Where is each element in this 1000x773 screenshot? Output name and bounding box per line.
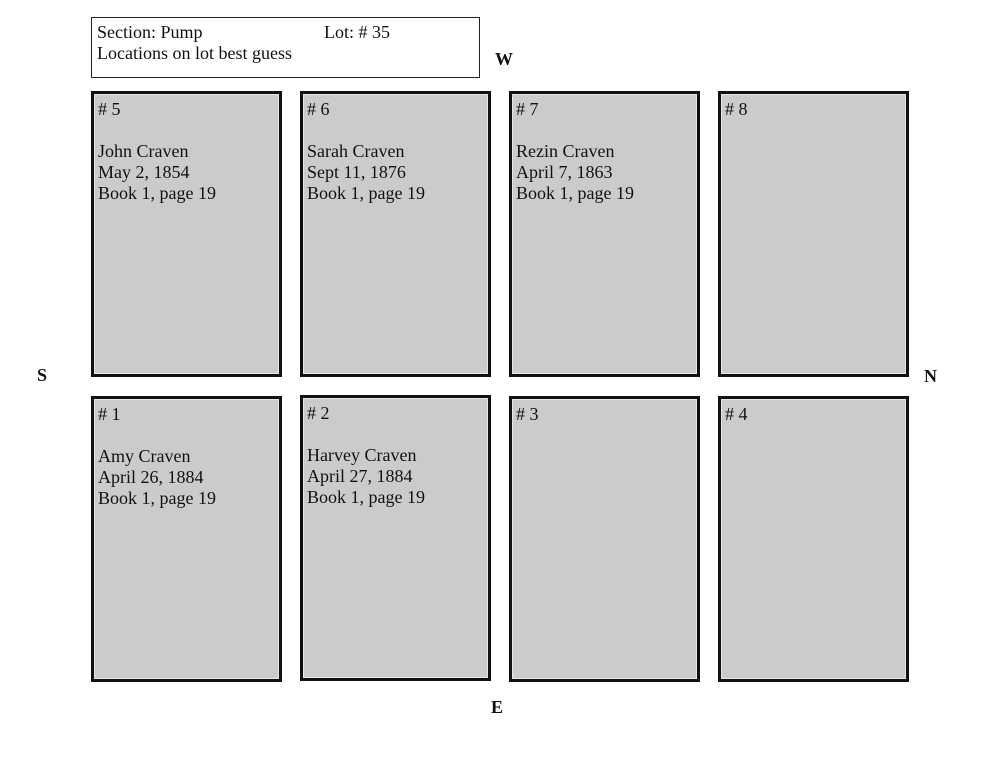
plot-name: Harvey Craven xyxy=(307,445,417,465)
plot-record: Book 1, page 19 xyxy=(98,488,216,508)
plot-date: Sept 11, 1876 xyxy=(307,162,406,182)
plot-1: # 1 Amy Craven April 26, 1884 Book 1, pa… xyxy=(91,396,282,682)
plot-record: Book 1, page 19 xyxy=(98,183,216,203)
plot-name: Amy Craven xyxy=(98,446,191,466)
lot-number: Lot: # 35 xyxy=(324,22,390,42)
plot-date: April 27, 1884 xyxy=(307,466,413,486)
lot-info-box: Section: Pump Lot: # 35 Locations on lot… xyxy=(91,17,480,78)
plot-7: # 7 Rezin Craven April 7, 1863 Book 1, p… xyxy=(509,91,700,377)
plot-name: Rezin Craven xyxy=(516,141,615,161)
plot-name: Sarah Craven xyxy=(307,141,405,161)
plot-number: # 6 xyxy=(307,99,330,119)
location-note: Locations on lot best guess xyxy=(97,43,292,63)
plot-name: John Craven xyxy=(98,141,189,161)
plot-number: # 5 xyxy=(98,99,121,119)
plot-date: May 2, 1854 xyxy=(98,162,190,182)
compass-east: E xyxy=(491,697,504,717)
compass-north: N xyxy=(924,366,937,386)
compass-west: W xyxy=(495,49,513,69)
plot-3: # 3 xyxy=(509,396,700,682)
plot-record: Book 1, page 19 xyxy=(307,487,425,507)
plot-number: # 4 xyxy=(725,404,748,424)
plot-date: April 26, 1884 xyxy=(98,467,204,487)
plot-number: # 7 xyxy=(516,99,539,119)
plot-4: # 4 xyxy=(718,396,909,682)
plot-8: # 8 xyxy=(718,91,909,377)
plot-number: # 3 xyxy=(516,404,539,424)
plot-record: Book 1, page 19 xyxy=(516,183,634,203)
plot-number: # 8 xyxy=(725,99,748,119)
section-label: Section: Pump xyxy=(97,22,203,42)
plot-2: # 2 Harvey Craven April 27, 1884 Book 1,… xyxy=(300,395,491,681)
plot-record: Book 1, page 19 xyxy=(307,183,425,203)
plot-5: # 5 John Craven May 2, 1854 Book 1, page… xyxy=(91,91,282,377)
plot-number: # 1 xyxy=(98,404,121,424)
plot-number: # 2 xyxy=(307,403,330,423)
plot-date: April 7, 1863 xyxy=(516,162,613,182)
plot-6: # 6 Sarah Craven Sept 11, 1876 Book 1, p… xyxy=(300,91,491,377)
compass-south: S xyxy=(37,365,48,385)
